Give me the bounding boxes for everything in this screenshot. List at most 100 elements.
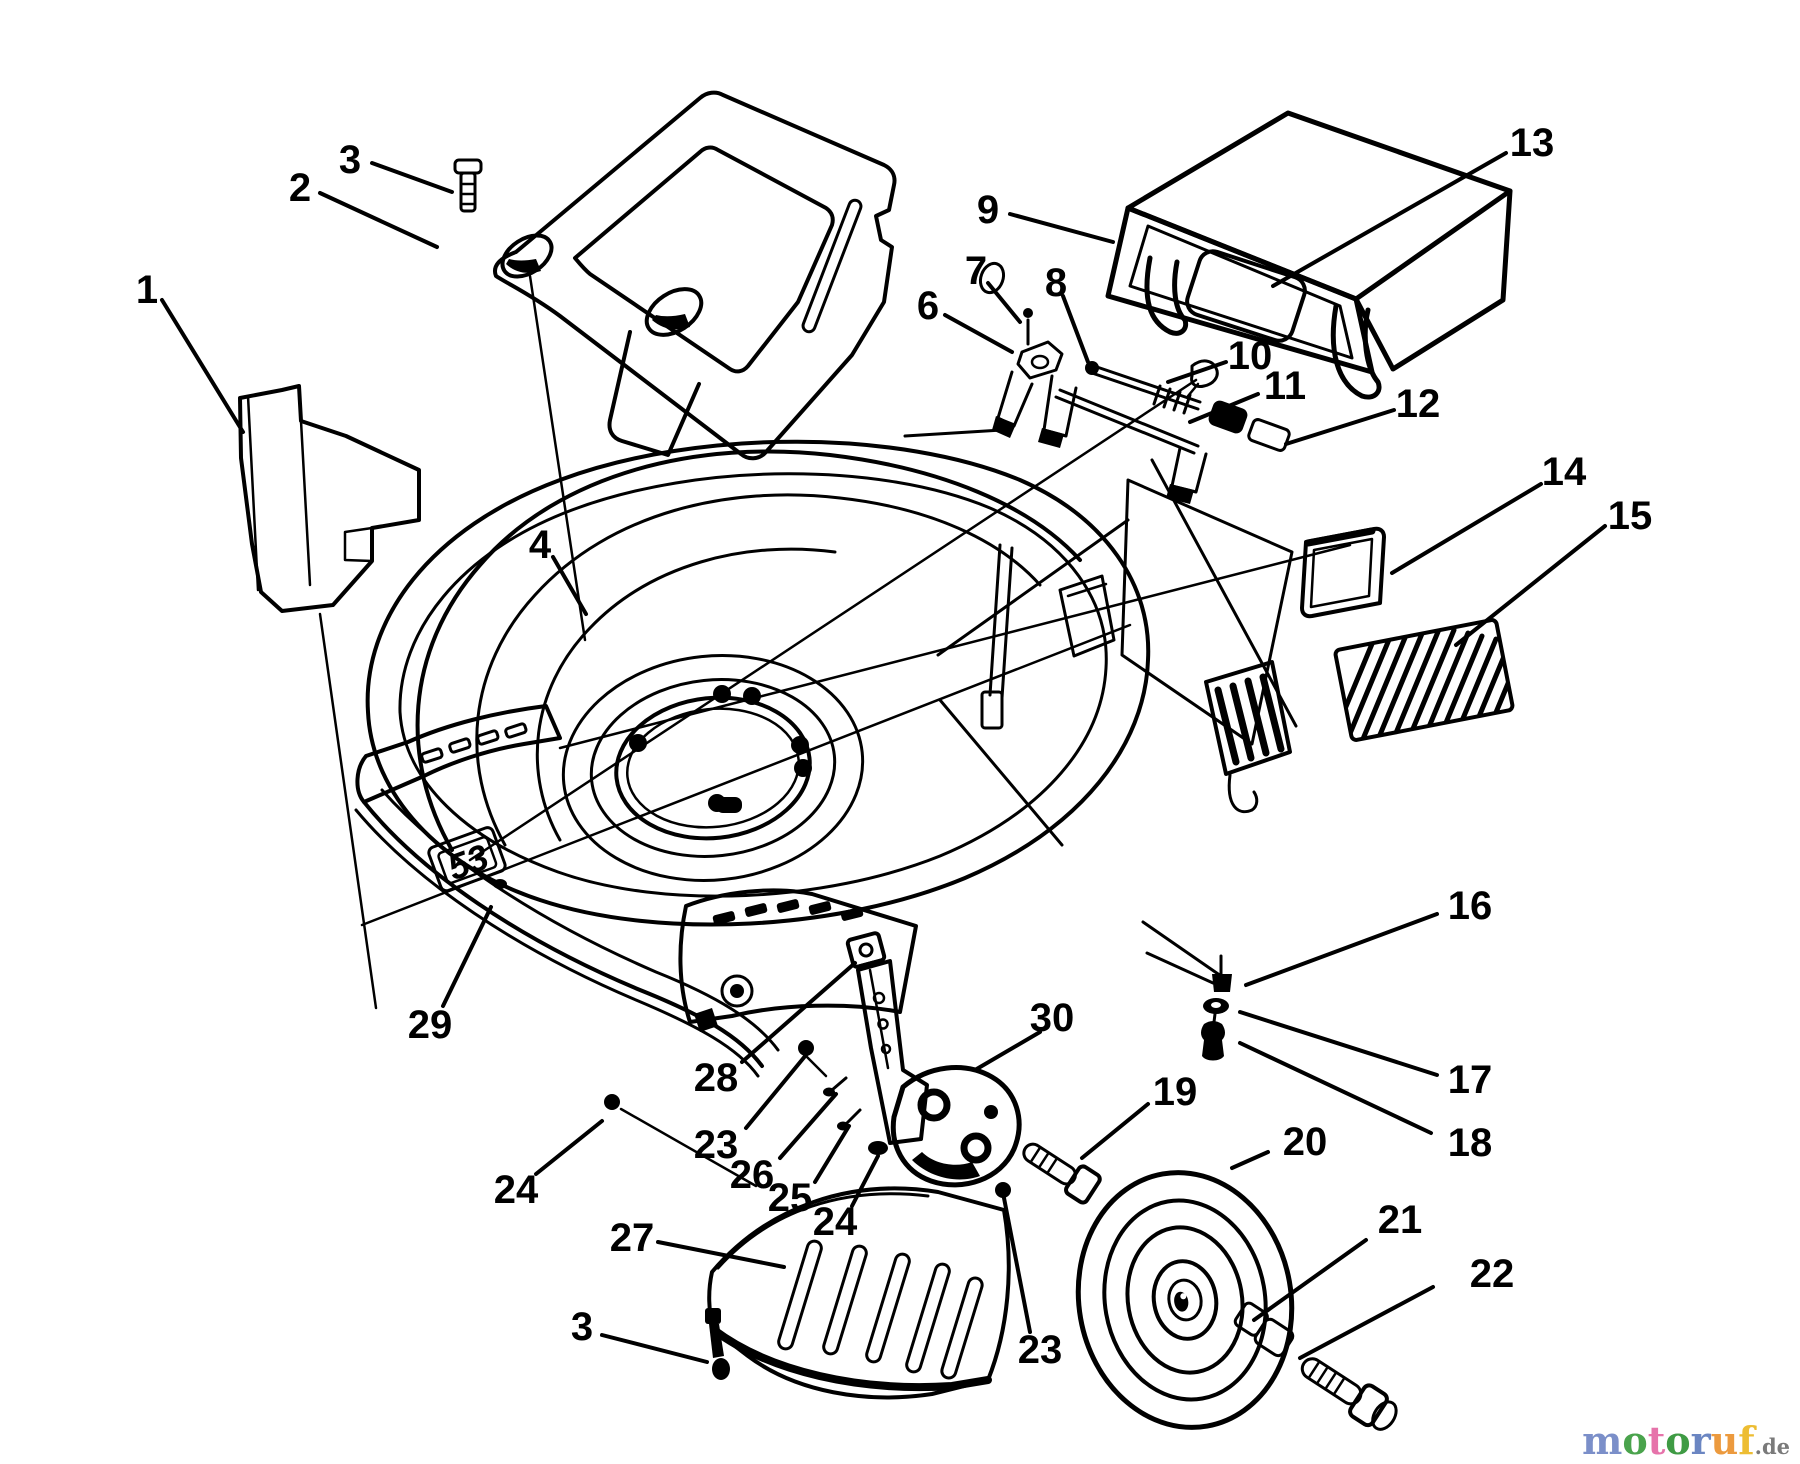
callout-number-16: 16 — [1448, 884, 1493, 928]
callout-number-3-bottom: 3 — [571, 1305, 593, 1349]
callout-number-12: 12 — [1396, 382, 1441, 426]
callout-leader-27 — [656, 1240, 786, 1269]
callout-number-15: 15 — [1608, 494, 1653, 538]
callout-25: 25 — [768, 1124, 851, 1220]
callout-number-2: 2 — [289, 166, 311, 210]
rod-8 — [1092, 364, 1202, 404]
callout-number-6: 6 — [917, 284, 939, 328]
screw-bottom — [705, 1308, 730, 1380]
callout-number-24-left: 24 — [494, 1168, 539, 1212]
callout-leader-7 — [986, 281, 1022, 324]
callout-number-3-top: 3 — [339, 138, 361, 182]
grass-bag — [1105, 110, 1513, 400]
callout-number-19: 19 — [1153, 1070, 1198, 1114]
callout-leader-24-left — [534, 1119, 604, 1176]
callout-14: 14 — [1390, 450, 1587, 575]
watermark-letter: m — [1582, 1418, 1623, 1463]
blade-rings — [561, 654, 865, 882]
fastener-stack — [1141, 920, 1232, 1061]
callout-number-4: 4 — [529, 523, 552, 567]
cover-slot — [801, 198, 863, 334]
callout-number-1: 1 — [136, 268, 158, 312]
callout-leader-1 — [160, 298, 245, 434]
rod-end — [1085, 361, 1099, 375]
callout-24-left: 24 — [494, 1119, 604, 1212]
callout-8: 8 — [1045, 261, 1090, 364]
nut-18 — [1201, 1021, 1225, 1061]
callout-leader-19 — [1080, 1102, 1150, 1160]
callout-leader-6 — [943, 313, 1014, 354]
watermark-suffix: .de — [1754, 1434, 1790, 1459]
callout-15: 15 — [1454, 494, 1653, 647]
bag-frame — [1300, 526, 1386, 619]
callout-number-29: 29 — [408, 1003, 453, 1047]
callout-3-bottom: 3 — [571, 1305, 709, 1364]
callout-19: 19 — [1080, 1070, 1198, 1160]
bushing-21 — [1233, 1301, 1295, 1358]
discharge-baffle — [705, 1186, 1011, 1400]
watermark-letter: u — [1710, 1418, 1739, 1463]
bolt-19 — [1022, 1142, 1102, 1205]
watermark-letter: f — [1738, 1418, 1755, 1463]
callout-number-8: 8 — [1045, 261, 1067, 305]
bag-hanger-left — [1144, 255, 1189, 336]
callout-leader-9 — [1008, 212, 1115, 244]
callout-leader-8 — [1061, 294, 1090, 364]
watermark-letter: o — [1622, 1418, 1648, 1463]
callout-20: 20 — [1230, 1120, 1328, 1170]
callout-number-28: 28 — [694, 1056, 739, 1100]
callout-leader-26 — [778, 1092, 838, 1160]
callout-leader-18 — [1238, 1041, 1433, 1135]
callout-21: 21 — [1252, 1198, 1423, 1322]
callout-27: 27 — [610, 1216, 786, 1269]
fastener-24-left — [604, 1094, 620, 1110]
callout-23-upper: 23 — [694, 1053, 808, 1167]
wheel — [1075, 1170, 1398, 1431]
callout-number-14: 14 — [1542, 450, 1587, 494]
callout-leader-25 — [813, 1124, 851, 1184]
engine-mount-plate — [614, 695, 812, 841]
callout-leader-30 — [973, 1030, 1042, 1072]
tube-12 — [1247, 418, 1291, 452]
callout-number-22: 22 — [1470, 1252, 1515, 1296]
callout-leader-11 — [1188, 392, 1260, 424]
callout-1: 1 — [136, 268, 245, 434]
callout-number-24-mid: 24 — [813, 1200, 858, 1244]
callout-number-30: 30 — [1030, 996, 1075, 1040]
callout-leader-23-lower — [1002, 1196, 1032, 1334]
front-bumper-left — [354, 704, 780, 1078]
clamp-10 — [1190, 359, 1219, 388]
watermark-word: motoruf — [1582, 1418, 1755, 1463]
height-adjuster — [604, 931, 1102, 1205]
callout-2: 2 — [289, 166, 439, 249]
callout-leader-24-mid — [850, 1154, 880, 1208]
callout-leader-10 — [1166, 360, 1228, 384]
callout-number-26: 26 — [730, 1153, 775, 1197]
callout-9: 9 — [977, 188, 1115, 244]
callout-leader-4 — [551, 555, 588, 616]
callout-leader-16 — [1244, 912, 1439, 987]
callout-leader-3-bottom — [600, 1333, 709, 1364]
callout-number-21: 21 — [1378, 1198, 1423, 1242]
fastener-23-upper — [798, 1040, 814, 1056]
adjuster-casting-30 — [890, 1065, 1022, 1188]
callout-11: 11 — [1188, 364, 1306, 424]
callout-leader-22 — [1298, 1285, 1435, 1360]
callout-7: 7 — [965, 249, 1022, 324]
bag-hanger-right — [1330, 303, 1382, 400]
pin-7 — [1023, 308, 1033, 318]
rear-discharge-tunnel — [903, 428, 1298, 847]
callout-number-20: 20 — [1283, 1120, 1328, 1164]
callout-leader-3-top — [370, 161, 454, 194]
screw-26 — [823, 1087, 835, 1097]
callout-24-mid: 24 — [813, 1154, 880, 1244]
callout-leader-14 — [1390, 482, 1543, 575]
callout-3-top: 3 — [339, 138, 454, 194]
clamp-6 — [1016, 340, 1064, 380]
callout-number-13: 13 — [1510, 121, 1555, 165]
callout-17: 17 — [1238, 1010, 1492, 1102]
vent-grille — [1333, 618, 1515, 742]
fastener-23-lower — [995, 1182, 1011, 1198]
